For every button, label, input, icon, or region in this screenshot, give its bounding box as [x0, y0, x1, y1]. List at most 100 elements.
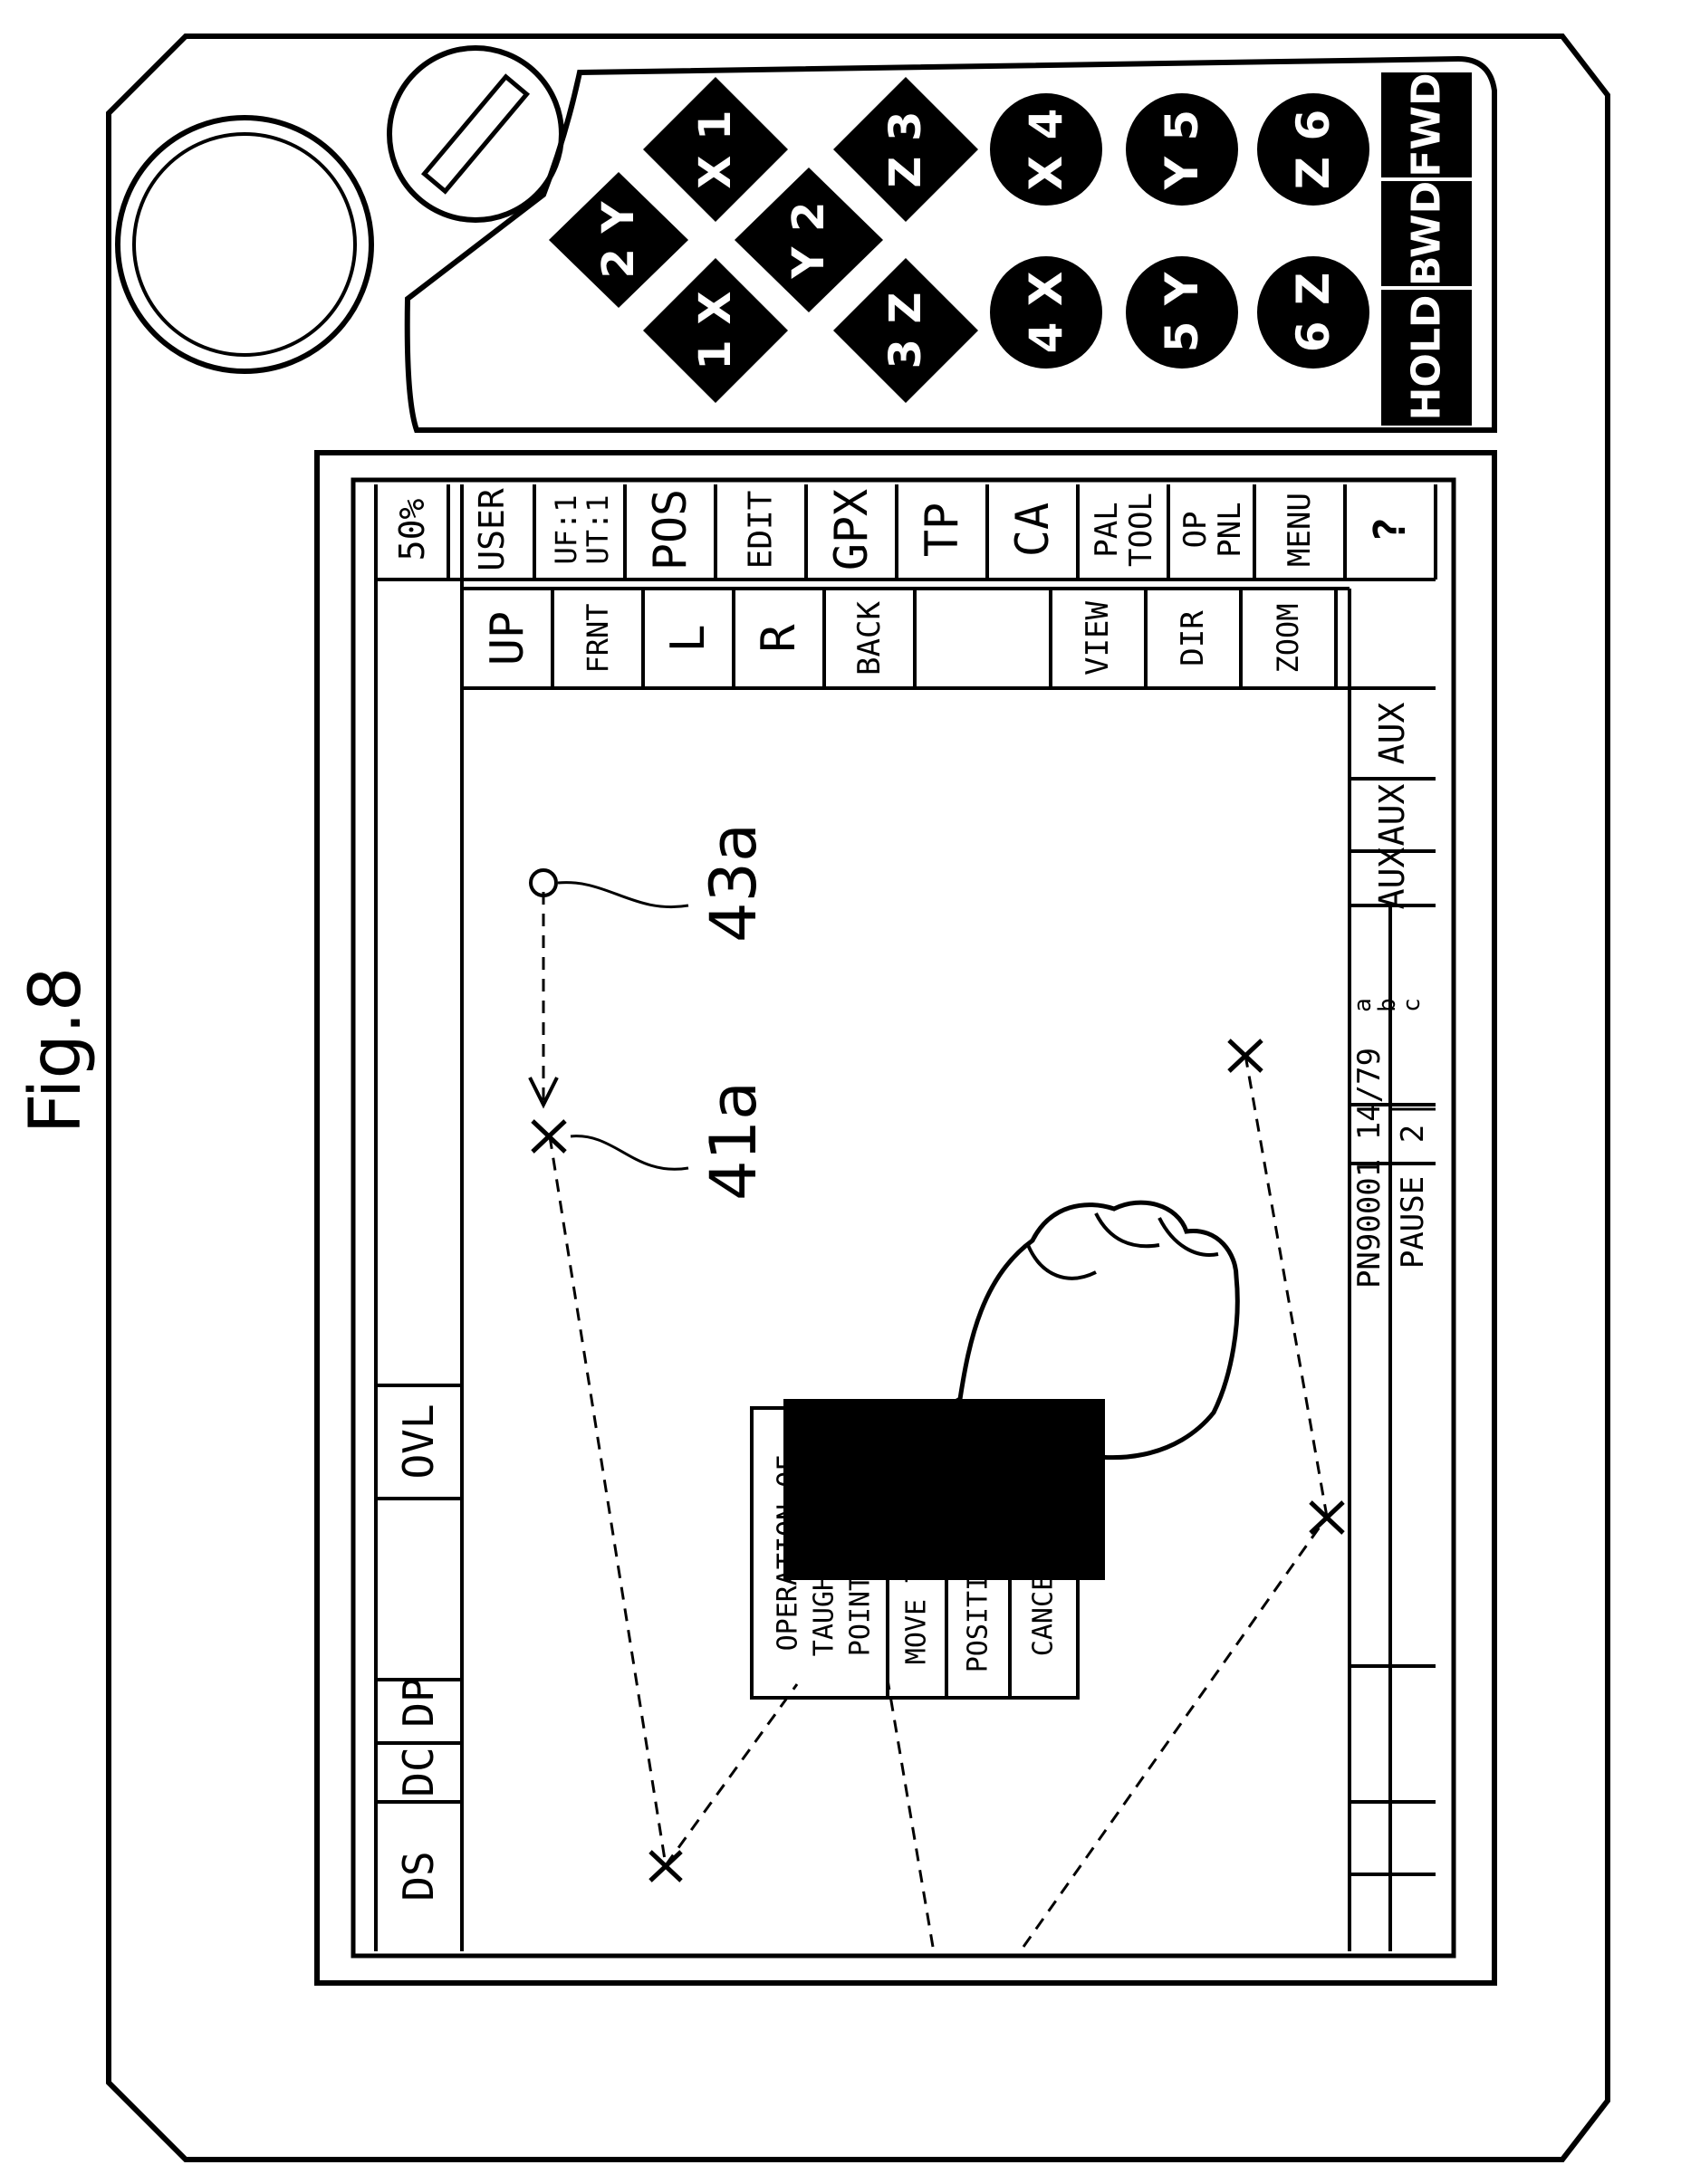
- svg-text:AUX: AUX: [1372, 848, 1412, 910]
- svg-text:PAL: PAL: [1089, 502, 1125, 557]
- svg-text:FWD: FWD: [1404, 72, 1450, 177]
- svg-text:PAUSE: PAUSE: [1395, 1176, 1431, 1269]
- svg-text:PN90001 14/79: PN90001 14/79: [1351, 1048, 1388, 1288]
- abc-indicator: a b c: [1350, 998, 1426, 1012]
- jog-key-3z[interactable]: 3 Z: [833, 258, 978, 403]
- zoom-percent-label: 50%: [392, 499, 432, 561]
- view-right-button[interactable]: R: [752, 624, 806, 653]
- svg-text:6 Z: 6 Z: [1287, 273, 1340, 352]
- svg-text:USER: USER: [472, 488, 512, 571]
- svg-text:2: 2: [1395, 1125, 1431, 1143]
- svg-text:AUX: AUX: [1372, 784, 1412, 847]
- ovl-button[interactable]: OVL: [394, 1403, 443, 1479]
- view-left-button[interactable]: L: [661, 624, 716, 652]
- aux-button-1[interactable]: AUX: [1372, 703, 1412, 765]
- jog-key-x1[interactable]: X 1: [643, 77, 788, 222]
- help-button[interactable]: ?: [1365, 517, 1416, 543]
- view-view-button[interactable]: VIEW: [1080, 601, 1116, 675]
- menu-button[interactable]: MENU: [1282, 493, 1318, 567]
- program-label: PN90001 14/79: [1351, 1048, 1388, 1288]
- user-button[interactable]: USER: [472, 488, 512, 571]
- approach-point-marker: [531, 870, 556, 896]
- svg-text:Z 3: Z 3: [880, 111, 931, 188]
- svg-text:Z 6: Z 6: [1287, 110, 1340, 189]
- jog-key-y5[interactable]: Y 5: [1126, 93, 1238, 206]
- svg-text:Y 5: Y 5: [1156, 110, 1208, 190]
- jog-key-z3[interactable]: Z 3: [833, 77, 978, 222]
- tp-button[interactable]: TP: [916, 503, 968, 557]
- reference-41a: 41a: [571, 1081, 771, 1201]
- view-buttons: UP FRNT L R BACK VIEW DIR ZOOM: [462, 589, 1350, 688]
- svg-text:R: R: [752, 624, 806, 653]
- svg-text:BWD: BWD: [1404, 181, 1450, 286]
- svg-text:MOVE TO: MOVE TO: [901, 1550, 933, 1664]
- svg-text:TP: TP: [916, 503, 968, 557]
- svg-text:1 X: 1 X: [690, 291, 741, 369]
- svg-text:FRNT: FRNT: [581, 603, 615, 673]
- uf-ut-button[interactable]: UF:1 UT:1: [549, 494, 615, 564]
- taught-point-marker[interactable]: [650, 1852, 681, 1881]
- jog-key-x4[interactable]: X 4: [990, 93, 1102, 206]
- status-label: PAUSE: [1395, 1176, 1431, 1269]
- screen-display: [353, 480, 1454, 1956]
- jog-key-5y[interactable]: 5 Y: [1126, 256, 1238, 369]
- screen-bezel: [317, 453, 1494, 1983]
- view-up-button[interactable]: UP: [481, 611, 533, 666]
- popup-cancel-button[interactable]: CANCEL: [1028, 1558, 1060, 1656]
- jog-key-2y[interactable]: 2 Y: [549, 172, 688, 308]
- bwd-key[interactable]: BWD: [1381, 181, 1472, 286]
- popup-position-button[interactable]: POSITION: [963, 1542, 994, 1673]
- jog-key-z6[interactable]: Z 6: [1257, 93, 1369, 206]
- view-front-button[interactable]: FRNT: [581, 603, 615, 673]
- aux-button-2[interactable]: AUX: [1372, 784, 1412, 847]
- svg-text:c: c: [1398, 998, 1426, 1012]
- jog-key-6z[interactable]: 6 Z: [1257, 256, 1369, 369]
- svg-text:DC: DC: [394, 1747, 443, 1796]
- jog-circle-keys: X 4 Y 5 Z 6 4 X 5 Y 6 Z: [990, 93, 1369, 369]
- pos-button[interactable]: POS: [644, 489, 696, 570]
- edit-button[interactable]: EDIT: [743, 491, 780, 570]
- svg-text:43a: 43a: [696, 823, 771, 943]
- op-pnl-button[interactable]: OP PNL: [1177, 502, 1248, 557]
- hold-key[interactable]: HOLD: [1381, 290, 1472, 426]
- svg-text:CANCEL: CANCEL: [1028, 1558, 1060, 1656]
- popup-move-to-button[interactable]: MOVE TO: [901, 1550, 933, 1664]
- taught-point-operation-popup: OPERATION OF TAUGHT POINTS MOVE TO POSIT…: [752, 1399, 1105, 1698]
- svg-text:EDIT: EDIT: [743, 491, 780, 570]
- svg-text:b: b: [1374, 998, 1401, 1012]
- svg-text:UT:1: UT:1: [581, 494, 615, 564]
- ca-button[interactable]: CA: [1006, 503, 1059, 557]
- view-dir-button[interactable]: DIR: [1175, 610, 1211, 666]
- svg-text:4 X: 4 X: [1020, 272, 1072, 354]
- svg-text:41a: 41a: [696, 1081, 771, 1201]
- status-value: 2: [1395, 1125, 1431, 1143]
- svg-text:POS: POS: [644, 489, 696, 570]
- svg-text:VIEW: VIEW: [1080, 601, 1116, 675]
- jog-key-1x[interactable]: 1 X: [643, 258, 788, 403]
- dp-button[interactable]: DP: [394, 1677, 443, 1727]
- svg-text:X 4: X 4: [1020, 109, 1072, 191]
- fwd-key[interactable]: FWD: [1381, 72, 1472, 177]
- svg-text:MENU: MENU: [1282, 493, 1318, 567]
- svg-text:TAUGHT: TAUGHT: [809, 1558, 840, 1656]
- svg-text:2 Y: 2 Y: [593, 200, 644, 278]
- aux-button-3[interactable]: AUX: [1372, 848, 1412, 910]
- svg-text:DP: DP: [394, 1677, 443, 1727]
- svg-text:ZOOM: ZOOM: [1271, 603, 1305, 673]
- view-back-button[interactable]: BACK: [851, 601, 888, 675]
- pal-tool-button[interactable]: PAL TOOL: [1089, 493, 1159, 567]
- svg-text:?: ?: [1365, 517, 1416, 543]
- emergency-stop-dial-icon[interactable]: [118, 118, 371, 371]
- gpx-button[interactable]: GPX: [825, 489, 878, 570]
- taught-point-marker[interactable]: [1311, 1502, 1343, 1533]
- taught-point-marker[interactable]: [1229, 1040, 1262, 1071]
- key-switch-icon[interactable]: [389, 48, 562, 220]
- jog-key-y2[interactable]: Y 2: [735, 168, 883, 312]
- view-zoom-button[interactable]: ZOOM: [1271, 603, 1305, 673]
- svg-text:TOOL: TOOL: [1123, 493, 1159, 567]
- dc-button[interactable]: DC: [394, 1747, 443, 1796]
- jog-key-4x[interactable]: 4 X: [990, 256, 1102, 369]
- taught-point-41a-marker[interactable]: [533, 1121, 565, 1152]
- ds-button[interactable]: DS: [394, 1851, 443, 1901]
- screen-top-bar: DS DC DP OVL: [376, 484, 462, 1951]
